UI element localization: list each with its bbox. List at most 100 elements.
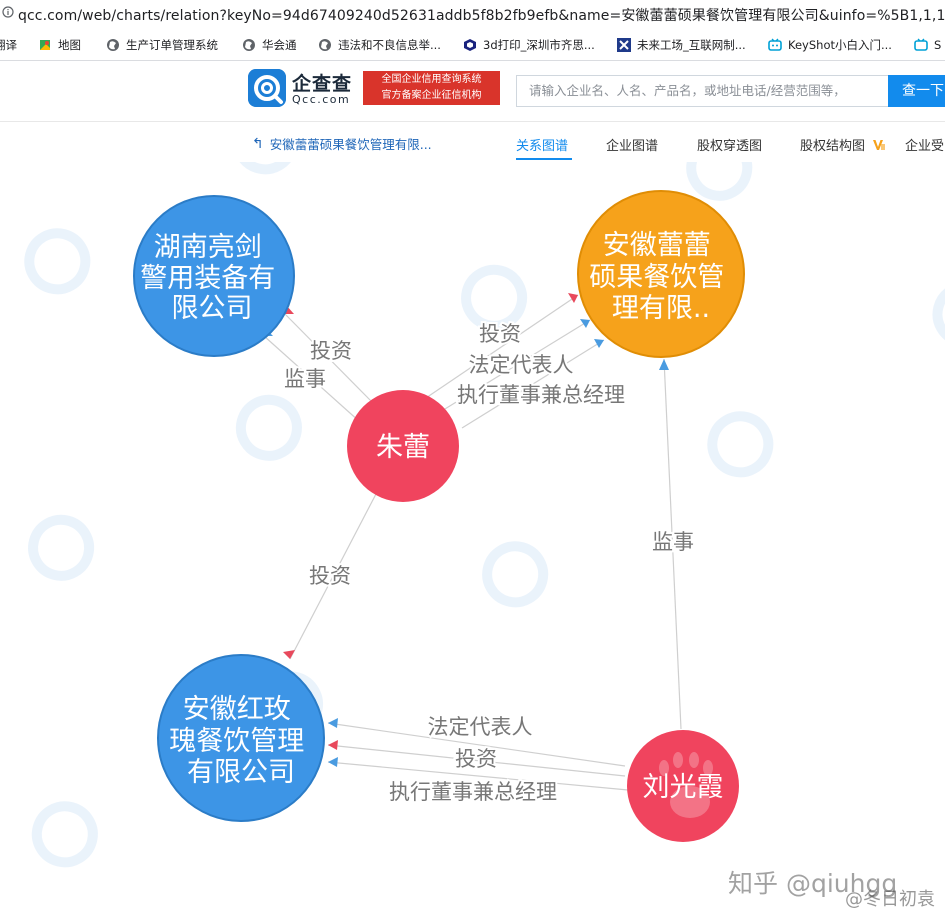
edge-liu-hongmei-exec [327,761,629,791]
search-button[interactable]: 查一下 [888,75,945,107]
vip-icon [873,140,886,150]
bookmark-future-factory[interactable]: 未来工场_互联网制... [617,36,746,54]
site-header: 企查查 Qcc.com 全国企业信用查询系统 官方备案企业征信机构 请输入企业名… [0,61,945,122]
label-target-exec: 执行董事兼总经理 [457,383,625,407]
edge-zhulei-hunan-supervisor [263,335,361,423]
label-hongmei-invest-zhulei: 投资 [309,564,351,588]
bookmark-translate[interactable]: 翻译 [0,36,17,54]
badge-line-1: 全国企业信用查询系统 [381,74,482,85]
tab-relation-graph[interactable]: 关系图谱 [516,139,569,154]
map-icon [40,40,50,50]
node-person-liuguangxia[interactable]: 刘光霞 [627,730,739,842]
node-hongmei-company[interactable]: 安徽红玫 瑰餐饮管理 有限公司 [157,654,325,822]
qcc-logo-icon[interactable] [248,69,286,107]
svg-text:安徽红玫 瑰餐饮管理 有限公: 安徽红玫 瑰餐饮管理 有限公司 [169,694,313,788]
paw-watermark-icon [659,752,713,818]
tv-icon [768,38,782,51]
tab-label: 股权结构图 [800,139,866,154]
edge-liu-hongmei-legal [327,722,626,767]
active-tab-indicator [516,158,572,160]
node-hunan-company[interactable]: 湖南亮剑 警用装备有 限公司 [133,195,295,357]
bookmark-huahuitong[interactable]: 华会通 [242,36,297,54]
relation-graph[interactable]: 投资 监事 投资 法定代表人 执行董事兼总经理 投资 监事 法定代表人 投资 执… [0,162,945,917]
node-text-line: 安徽红玫 [183,694,291,725]
logo-domain: Qcc.com [292,93,351,106]
tab-equity-penetration[interactable]: 股权穿透图 [697,139,763,154]
tv-icon [914,38,928,51]
globe-icon [243,39,255,51]
edge-zhulei-hongmei-invest [289,493,377,660]
arrow-invest-icon [283,650,295,659]
back-link[interactable]: ↰ 安徽蕾蕾硕果餐饮管理有限... [252,134,432,153]
cube-icon [464,39,476,51]
tab-company-beneficiary[interactable]: 企业受 [905,139,945,154]
node-text-line: 安徽蕾蕾 [603,230,711,261]
arrow-legal-icon [328,718,338,728]
relation-graph-canvas[interactable]: 投资 监事 投资 法定代表人 执行董事兼总经理 投资 监事 法定代表人 投资 执… [0,162,945,917]
arrow-invest-icon [568,293,578,303]
edge-zhulei-hunan-invest [284,313,373,403]
arrow-supervisor-icon [659,359,669,370]
bookmark-3d-print[interactable]: 3d打印_深圳市齐思... [463,36,595,54]
arrow-exec-icon [594,339,604,348]
bookmark-keyshot[interactable]: KeyShot小白入门... [768,36,892,54]
bookmark-label: 3d打印_深圳市齐思... [483,38,595,52]
tab-company-graph[interactable]: 企业图谱 [606,139,659,154]
label-hongmei-invest-liu: 投资 [455,747,497,771]
background-watermarks [24,162,945,868]
logo-text[interactable]: 企查查 [292,73,353,95]
bookmark-label: 华会通 [262,38,297,52]
credit-badge: 全国企业信用查询系统 官方备案企业征信机构 [363,71,500,105]
bookmark-label: S [934,38,942,52]
node-text-line: 瑰餐饮管理 [169,726,304,757]
node-target-company[interactable]: 安徽蕾蕾 硕果餐饮管 理有限.. [577,190,745,358]
node-text-line: 湖南亮剑 [154,232,262,263]
arrow-invest-icon [328,740,338,750]
bookmarks-bar: 翻译 地图 生产订单管理系统 华会通 违法和不良信息举... 3d打印_深圳市齐… [0,30,945,61]
search-input[interactable]: 请输入企业名、人名、产品名，或地址电话/经营范围等， [516,75,888,107]
arrow-exec-icon [328,757,338,767]
node-text-line: 刘光霞 [643,772,724,803]
bookmark-label: 翻译 [0,38,17,52]
edge-zhulei-target-invest [419,294,579,403]
label-hunan-invest: 投资 [310,339,352,363]
tab-equity-structure[interactable]: 股权结构图 [800,135,886,154]
node-text-line: 有限公司 [187,757,295,788]
svg-text:湖南亮剑 警用装备有 限公司: 湖南亮剑 警用装备有 限公司 [140,232,284,324]
edge-labels: 投资 监事 投资 法定代表人 执行董事兼总经理 投资 监事 法定代表人 投资 执… [282,320,696,806]
address-bar[interactable]: qcc.com/web/charts/relation?keyNo=94d674… [0,0,945,28]
label-target-invest: 投资 [479,322,521,346]
zhihu-watermark: 知乎 @qiuhgg [728,869,898,898]
back-arrow-icon: ↰ [252,135,264,152]
edge-zhulei-target-exec [461,339,605,429]
node-text-line: 限公司 [172,293,253,324]
graph-arrowheads [264,293,669,767]
x-icon [617,38,631,52]
graph-edges [263,294,682,791]
label-hunan-supervisor: 监事 [284,367,326,391]
label-target-supervisor-liu: 监事 [652,530,694,554]
weibo-watermark: @冬日初袁 [845,889,935,910]
label-hongmei-exec-liu: 执行董事兼总经理 [389,780,557,804]
bookmark-production[interactable]: 生产订单管理系统 [106,36,218,54]
node-text-line: 警用装备有 [140,263,275,294]
label-hongmei-legal-liu: 法定代表人 [428,715,533,739]
bookmark-label: 地图 [58,38,81,52]
arrow-legal-icon [580,319,590,328]
node-person-zhulei[interactable]: 朱蕾 [347,390,459,502]
bookmark-label: 未来工场_互联网制... [637,38,746,52]
bookmark-label: 生产订单管理系统 [126,38,218,52]
chart-tabs: ↰ 安徽蕾蕾硕果餐饮管理有限... 关系图谱 企业图谱 股权穿透图 股权结构图 … [0,122,945,162]
bookmark-report[interactable]: 违法和不良信息举... [318,36,441,54]
node-text-line: 理有限.. [612,293,710,324]
globe-icon [319,39,331,51]
bookmark-label: KeyShot小白入门... [788,38,892,52]
label-target-legal: 法定代表人 [469,353,574,377]
back-label: 安徽蕾蕾硕果餐饮管理有限... [269,137,432,152]
info-icon[interactable] [2,6,14,18]
node-text-line: 硕果餐饮管 [589,262,724,293]
url-text[interactable]: qcc.com/web/charts/relation?keyNo=94d674… [18,8,945,24]
node-text-line: 朱蕾 [376,432,430,463]
bookmark-map[interactable]: 地图 [38,36,81,54]
bookmark-s[interactable]: S [914,36,941,54]
